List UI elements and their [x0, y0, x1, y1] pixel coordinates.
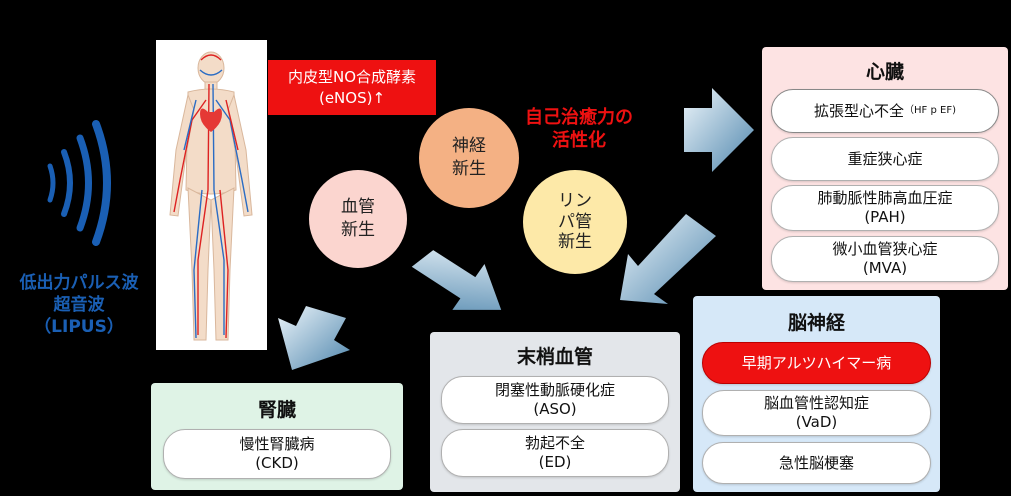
peripheral-item-aso-sub: (ASO): [533, 400, 577, 418]
peripheral-item-aso[interactable]: 閉塞性動脈硬化症 (ASO): [441, 376, 669, 424]
heart-item-hfpef-label: 拡張型心不全: [814, 101, 905, 120]
self-healing-line2: 活性化: [552, 130, 606, 152]
heart-item-severe-angina[interactable]: 重症狭心症: [771, 137, 999, 181]
brain-title: 脳神経: [787, 312, 845, 334]
kidney-panel: 腎臓 慢性腎臓病 (CKD): [151, 383, 403, 490]
kidney-item-ckd[interactable]: 慢性腎臓病 (CKD): [163, 429, 391, 479]
heart-item-pah-label: 肺動脈性肺高血圧症: [817, 189, 953, 208]
vascular-line1: 血管: [341, 197, 375, 218]
lymph-line3: 新生: [558, 232, 592, 253]
brain-item-early-alzheimers-label: 早期アルツハイマー病: [741, 353, 892, 372]
heart-item-mva[interactable]: 微小血管狭心症 (MVA): [771, 236, 999, 282]
lymph-regeneration-circle: リン パ管 新生: [523, 170, 627, 274]
lymph-line2: パ管: [558, 211, 592, 232]
peripheral-title: 末梢血管: [516, 346, 593, 368]
nerve-line1: 神経: [452, 136, 486, 157]
human-circulatory-figure: [156, 40, 267, 350]
body-silhouette-icon: [169, 51, 253, 341]
lymph-line1: リン: [558, 191, 592, 212]
peripheral-item-aso-label: 閉塞性動脈硬化症: [494, 381, 615, 400]
brain-item-early-alzheimers[interactable]: 早期アルツハイマー病: [702, 342, 931, 384]
heart-item-hfpef-small: （HF p EF): [904, 104, 956, 116]
enos-line1: 内皮型NO合成酵素: [287, 68, 417, 87]
enos-line2: (eNOS)↑: [318, 88, 386, 107]
brain-item-vad-label: 脳血管性認知症: [763, 394, 869, 413]
ultrasound-waves-icon: [47, 120, 111, 246]
lipus-line1: 低出力パルス波: [19, 273, 139, 293]
heart-item-mva-label: 微小血管狭心症: [832, 240, 938, 259]
vascular-line2: 新生: [341, 220, 375, 240]
peripheral-item-ed-label: 勃起不全: [524, 434, 585, 453]
heart-item-pah-sub: (PAH): [864, 208, 906, 226]
arrow-to-brain-icon: [620, 214, 716, 304]
enos-box: 内皮型NO合成酵素 (eNOS)↑: [268, 60, 436, 115]
peripheral-panel: 末梢血管 閉塞性動脈硬化症 (ASO) 勃起不全 (ED): [430, 332, 680, 492]
arrow-to-peripheral-icon: [411, 250, 502, 310]
brain-item-acute-infarction[interactable]: 急性脳梗塞: [702, 442, 931, 484]
lipus-line3: （LIPUS）: [34, 317, 124, 338]
heart-title: 心臓: [865, 61, 904, 83]
vascular-regeneration-circle: 血管 新生: [309, 170, 407, 268]
brain-item-vad-sub: (VaD): [795, 413, 838, 431]
peripheral-item-ed-sub: (ED): [538, 453, 572, 471]
heart-item-hfpef[interactable]: 拡張型心不全 （HF p EF): [771, 89, 999, 133]
heart-item-severe-angina-label: 重症狭心症: [847, 149, 923, 168]
brain-panel: 脳神経 早期アルツハイマー病 脳血管性認知症 (VaD) 急性脳梗塞: [693, 296, 940, 492]
arrow-to-kidney-icon: [278, 306, 350, 370]
lipus-line2: 超音波: [53, 295, 105, 316]
self-healing-line1: 自己治癒力の: [525, 107, 633, 128]
nerve-line2: 新生: [452, 159, 486, 179]
heart-panel: 心臓 拡張型心不全 （HF p EF) 重症狭心症 肺動脈性肺高血圧症 (PAH…: [762, 47, 1008, 290]
self-healing-label: 自己治癒力の 活性化: [495, 106, 663, 153]
kidney-title: 腎臓: [257, 399, 296, 421]
nerve-regeneration-circle: 神経 新生: [419, 108, 519, 208]
heart-item-mva-sub: (MVA): [862, 259, 908, 277]
kidney-item-ckd-sub: (CKD): [255, 454, 299, 472]
heart-item-pah[interactable]: 肺動脈性肺高血圧症 (PAH): [771, 185, 999, 231]
brain-item-acute-infarction-label: 急性脳梗塞: [778, 453, 854, 472]
heart-icon: [200, 108, 222, 132]
brain-item-vad[interactable]: 脳血管性認知症 (VaD): [702, 390, 931, 436]
lipus-label: 低出力パルス波 超音波 （LIPUS）: [8, 272, 150, 338]
peripheral-item-ed[interactable]: 勃起不全 (ED): [441, 429, 669, 477]
arrow-to-heart-icon: [684, 88, 754, 172]
kidney-item-ckd-label: 慢性腎臓病: [239, 435, 315, 454]
